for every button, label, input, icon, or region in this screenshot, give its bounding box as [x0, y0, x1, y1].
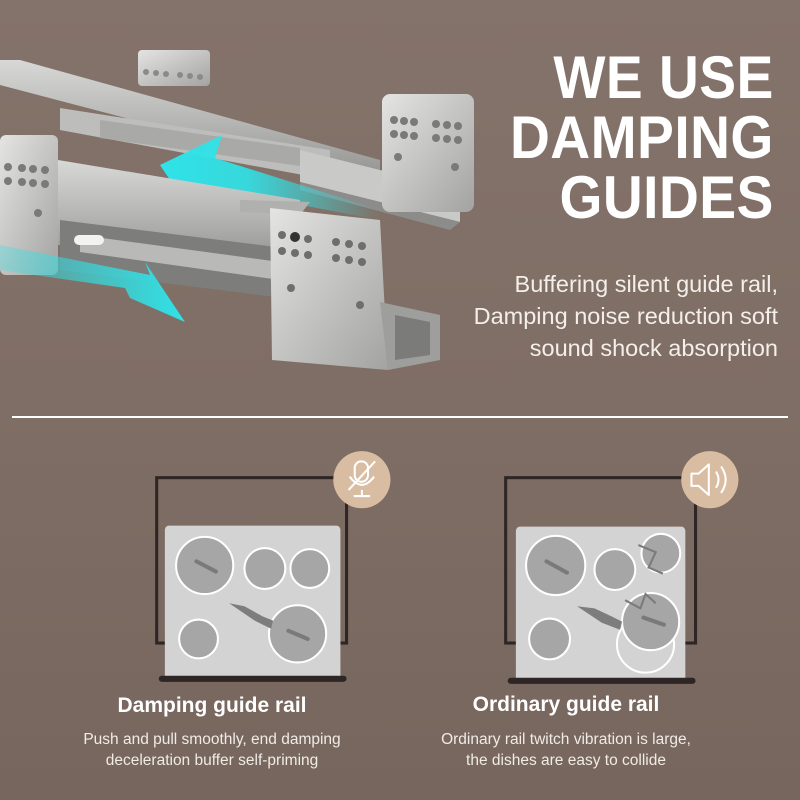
- headline: WE USE DAMPING GUIDES: [487, 48, 774, 228]
- mic-muted-icon: [333, 451, 391, 509]
- subtext-line: Damping noise reduction soft: [473, 303, 778, 329]
- ordinary-rail-title: Ordinary guide rail: [472, 693, 660, 716]
- description-line: deceleration buffer self-priming: [105, 752, 319, 769]
- damping-rail-title: Damping guide rail: [117, 694, 307, 717]
- feature-subtext: Buffering silent guide rail, Damping noi…: [474, 268, 778, 364]
- description-line: Ordinary rail twitch vibration is large,: [441, 731, 691, 748]
- headline-line: WE USE: [553, 44, 774, 111]
- section-divider: [12, 416, 788, 418]
- description-line: the dishes are easy to collide: [466, 752, 666, 769]
- ordinary-rail-description: Ordinary rail twitch vibration is large,…: [386, 729, 746, 771]
- ordinary-drawer-illustration: [504, 451, 739, 684]
- damping-drawer-illustration: [155, 451, 391, 682]
- subtext-line: Buffering silent guide rail,: [514, 271, 778, 297]
- description-line: Push and pull smoothly, end damping: [83, 731, 341, 748]
- lower-rail: [0, 135, 440, 370]
- headline-line: DAMPING: [510, 104, 774, 171]
- upper-rail: [0, 50, 474, 230]
- damping-rail-description: Push and pull smoothly, end damping dece…: [32, 729, 392, 771]
- headline-line: GUIDES: [559, 164, 774, 231]
- speaker-sound-icon: [681, 451, 739, 509]
- drawer-rail-image: [0, 50, 474, 370]
- subtext-line: sound shock absorption: [529, 335, 778, 361]
